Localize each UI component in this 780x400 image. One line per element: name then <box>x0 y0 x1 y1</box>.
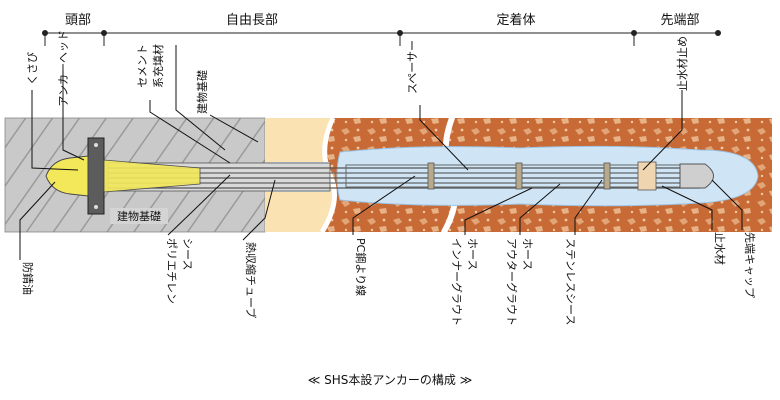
anchor-head-plate <box>87 137 105 215</box>
cement-label: セメント <box>136 44 149 88</box>
spacer-label: スペーサー <box>406 40 419 94</box>
wedge-label: くさび <box>26 52 39 85</box>
inline-label-bg <box>110 208 168 224</box>
rust-oil-label: 防錆油 <box>21 262 35 295</box>
water-stop-material <box>637 161 657 191</box>
polyethylene-label: ポリエチレン <box>165 238 178 304</box>
water-stop-label: 止水材止め <box>675 36 689 91</box>
wedge-shape <box>103 159 201 193</box>
spacer <box>515 162 523 190</box>
diagram-caption: ≪ SHS本設アンカーの構成 ≫ <box>308 372 473 387</box>
sheath-label: シース <box>181 238 194 270</box>
tip-cap-shape <box>679 163 714 189</box>
pc-strand-label: PC鋼より線 <box>354 238 368 296</box>
water-stop-material-label: 止水材 <box>713 232 727 265</box>
outer-hose-label: ホース <box>521 238 534 270</box>
spacer <box>603 162 611 190</box>
top-labels: くさび アンカーヘッド セメント 系充填材 建物基礎 スペーサー 止水材止め <box>26 30 689 114</box>
inner-hose-label: ホース <box>466 238 479 270</box>
section-free-length-label: 自由長部 <box>226 13 278 28</box>
section-fixed-label: 定着体 <box>496 12 535 28</box>
building-foundation-label: 建物基礎 <box>117 209 161 223</box>
anchor-tendon <box>45 137 714 215</box>
anchor-head-label: アンカーヘッド <box>57 30 70 107</box>
spacer <box>427 162 435 190</box>
outer-grout-label: アウターグラウト <box>505 238 519 326</box>
filler-label: 系充填材 <box>151 44 165 88</box>
leader-lines <box>19 45 743 260</box>
heat-shrink-label: 熱収縮チューブ <box>244 242 258 318</box>
section-tip-label: 先端部 <box>660 13 699 28</box>
bottom-labels: 防錆油 ポリエチレン シース 熱収縮チューブ PC鋼より線 インナーグラウト ホ… <box>21 232 756 326</box>
section-head-label: 頭部 <box>65 13 91 28</box>
tip-cap-label: 先端キャップ <box>743 232 756 298</box>
section-ruler: 頭部 自由長部 定着体 先端部 <box>42 12 721 46</box>
building-foundation-top-label: 建物基礎 <box>195 70 209 114</box>
inner-grout-label: インナーグラウト <box>450 238 464 326</box>
stainless-sheath-label: ステンレスシース <box>564 238 577 325</box>
